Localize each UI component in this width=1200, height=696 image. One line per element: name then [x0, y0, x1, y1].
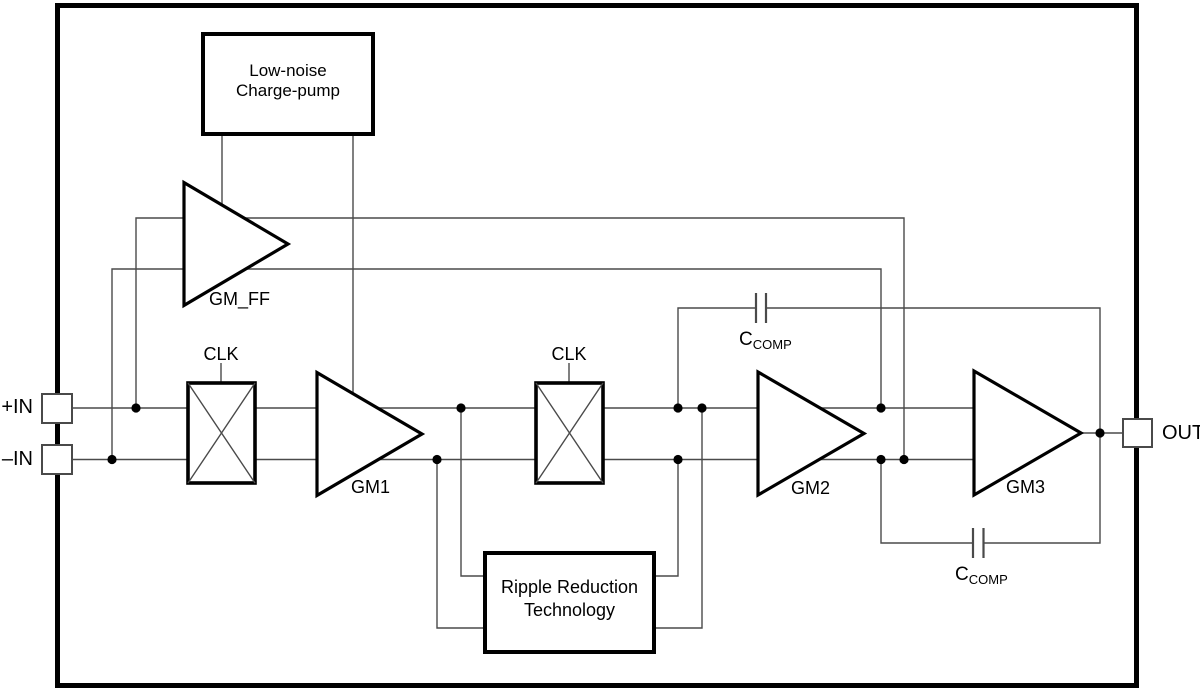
wire-feedforward-1 [135, 217, 905, 460]
gm3-amp-triangle [972, 368, 1085, 498]
gm1-amp-triangle [315, 369, 426, 499]
gmff-amp-triangle [182, 179, 292, 309]
junction-dot [432, 454, 442, 465]
wire-ccomp-bottom-left [880, 459, 973, 544]
chopper-2-cross-icon [535, 382, 604, 484]
chopper-1-cross-icon [187, 382, 256, 484]
ripple-reduction-box [483, 551, 656, 654]
charge-pump-label: Low-noise Charge-pump [203, 61, 373, 101]
junction-dot [876, 454, 886, 465]
wire-ccomp-top-right [766, 307, 1101, 433]
wire-rrt-in-top [460, 408, 486, 577]
junction-dot [697, 403, 707, 413]
pin-label-out: OUT [1162, 422, 1200, 444]
chopper-1 [186, 381, 257, 485]
device-boundary [55, 3, 1139, 688]
ccomp-top-symbol: C [739, 329, 753, 350]
gm2-label: GM2 [791, 478, 831, 498]
gm3-label: GM3 [1006, 477, 1046, 497]
ccomp-top-subscript: COMP [752, 337, 792, 352]
charge-pump-label-line1: Low-noise [249, 61, 327, 80]
pin-in-minus-pad [41, 444, 73, 475]
pin-label-in-plus: +IN [1, 396, 33, 418]
ripple-reduction-label-line1: Ripple Reduction [500, 577, 639, 597]
wire-ccomp-bottom-right [983, 433, 1101, 544]
ccomp-bottom-label: CCOMP [955, 565, 1008, 589]
junction-dot [876, 403, 886, 413]
junction-dot [673, 454, 683, 465]
pin-label-in-minus: –IN [1, 448, 33, 470]
wire-ccomp-top-left [677, 307, 756, 408]
pin-out-pad [1122, 418, 1153, 448]
charge-pump-box [201, 32, 375, 136]
ccomp-bottom-symbol: C [955, 564, 969, 585]
ccomp-bottom-subscript: COMP [968, 572, 1008, 587]
junction-dot [131, 403, 141, 413]
chopper-2 [534, 381, 605, 485]
gmff-label: GM_FF [209, 289, 270, 309]
gm1-label: GM1 [351, 477, 391, 497]
wire-rrt-out-bottom [655, 408, 703, 629]
junction-dot [1095, 428, 1105, 438]
gm2-amp-triangle [756, 369, 868, 498]
junction-dot [456, 403, 466, 413]
ccomp-top-label: CCOMP [739, 330, 792, 354]
wire-rrt-in-bottom [436, 459, 486, 629]
clk1-label: CLK [203, 344, 239, 364]
pin-in-plus-pad [41, 393, 73, 424]
clk2-label: CLK [551, 344, 587, 364]
junction-dot [899, 454, 909, 465]
wire-rrt-out-top [655, 459, 679, 577]
wires [72, 134, 1124, 629]
junction-dots [107, 403, 1105, 465]
junction-dot [673, 403, 683, 413]
charge-pump-label-line2: Charge-pump [236, 81, 340, 100]
wire-feedforward-2 [111, 268, 882, 460]
junction-dot [107, 454, 117, 465]
ripple-reduction-label: Ripple Reduction Technology [485, 576, 654, 622]
ripple-reduction-label-line2: Technology [523, 600, 616, 620]
